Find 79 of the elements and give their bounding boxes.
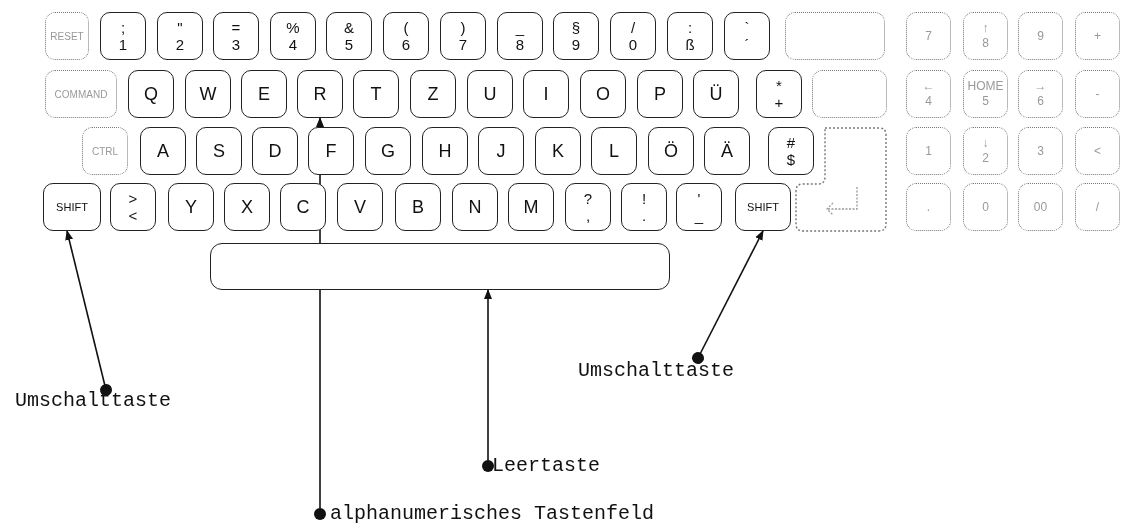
keyboard-key: § 9 <box>553 12 599 60</box>
keyboard-key: ` ´ <box>724 12 770 60</box>
keyboard-key: B <box>395 183 441 231</box>
keyboard-key: ← 4 <box>906 70 951 118</box>
keyboard-key: + <box>1075 12 1120 60</box>
keyboard-key: < <box>1075 127 1120 175</box>
return-key <box>795 127 887 232</box>
keyboard-key: F <box>308 127 354 175</box>
keyboard-key: 3 <box>1018 127 1063 175</box>
keyboard-key: → 6 <box>1018 70 1063 118</box>
keyboard-key: H <box>422 127 468 175</box>
keyboard-key: Ü <box>693 70 739 118</box>
keyboard-key: N <box>452 183 498 231</box>
callout-label: Umschalttaste <box>15 390 172 412</box>
keyboard-key: 1 <box>906 127 951 175</box>
keyboard-key: / 0 <box>610 12 656 60</box>
keyboard-key: # $ <box>768 127 814 175</box>
callout-label: Leertaste <box>492 455 601 477</box>
keyboard-key: ↓ 2 <box>963 127 1008 175</box>
keyboard-key: Q <box>128 70 174 118</box>
keyboard-key: L <box>591 127 637 175</box>
keyboard-key: RESET <box>45 12 89 60</box>
keyboard-key: O <box>580 70 626 118</box>
keyboard-key: T <box>353 70 399 118</box>
keyboard-key: P <box>637 70 683 118</box>
keyboard-key: Ö <box>648 127 694 175</box>
keyboard-key: 7 <box>906 12 951 60</box>
keyboard-key: ' _ <box>676 183 722 231</box>
keyboard-key: SHIFT <box>735 183 791 231</box>
keyboard-key: * + <box>756 70 802 118</box>
keyboard-key: HOME 5 <box>963 70 1008 118</box>
keyboard-key: ! . <box>621 183 667 231</box>
keyboard-key: CTRL <box>82 127 128 175</box>
blank-key <box>785 12 885 60</box>
keyboard-key: K <box>535 127 581 175</box>
keyboard-key: 00 <box>1018 183 1063 231</box>
callout-label: Umschalttaste <box>578 360 735 382</box>
blank-key <box>812 70 887 118</box>
keyboard-key: D <box>252 127 298 175</box>
keyboard-key: C <box>280 183 326 231</box>
callout-label: alphanumerisches Tastenfeld <box>330 503 655 525</box>
keyboard-key: Z <box>410 70 456 118</box>
keyboard-key: I <box>523 70 569 118</box>
keyboard-key: / <box>1075 183 1120 231</box>
keyboard-key: COMMAND <box>45 70 117 118</box>
keyboard-key: & 5 <box>326 12 372 60</box>
leader-line <box>482 289 494 472</box>
keyboard-key: ? , <box>565 183 611 231</box>
keyboard-key: " 2 <box>157 12 203 60</box>
keyboard-key: : ß <box>667 12 713 60</box>
keyboard-key: V <box>337 183 383 231</box>
keyboard-key: W <box>185 70 231 118</box>
keyboard-key: 9 <box>1018 12 1063 60</box>
space-bar <box>210 243 670 290</box>
keyboard-key: J <box>478 127 524 175</box>
keyboard-key: = 3 <box>213 12 259 60</box>
keyboard-key: - <box>1075 70 1120 118</box>
keyboard-key: R <box>297 70 343 118</box>
keyboard-key: U <box>467 70 513 118</box>
keyboard-key: > < <box>110 183 156 231</box>
keyboard-key: Y <box>168 183 214 231</box>
keyboard-key: G <box>365 127 411 175</box>
keyboard-key: E <box>241 70 287 118</box>
leader-line <box>65 230 112 396</box>
keyboard-key: ↑ 8 <box>963 12 1008 60</box>
keyboard-key: ; 1 <box>100 12 146 60</box>
leader-line <box>692 230 764 364</box>
keyboard-key: S <box>196 127 242 175</box>
keyboard-key: Ä <box>704 127 750 175</box>
keyboard-key: % 4 <box>270 12 316 60</box>
keyboard-key: X <box>224 183 270 231</box>
keyboard-key: SHIFT <box>43 183 101 231</box>
keyboard-key: A <box>140 127 186 175</box>
keyboard-key: . <box>906 183 951 231</box>
keyboard-key: _ 8 <box>497 12 543 60</box>
keyboard-key: ( 6 <box>383 12 429 60</box>
keyboard-key: M <box>508 183 554 231</box>
keyboard-key: ) 7 <box>440 12 486 60</box>
keyboard-key: 0 <box>963 183 1008 231</box>
